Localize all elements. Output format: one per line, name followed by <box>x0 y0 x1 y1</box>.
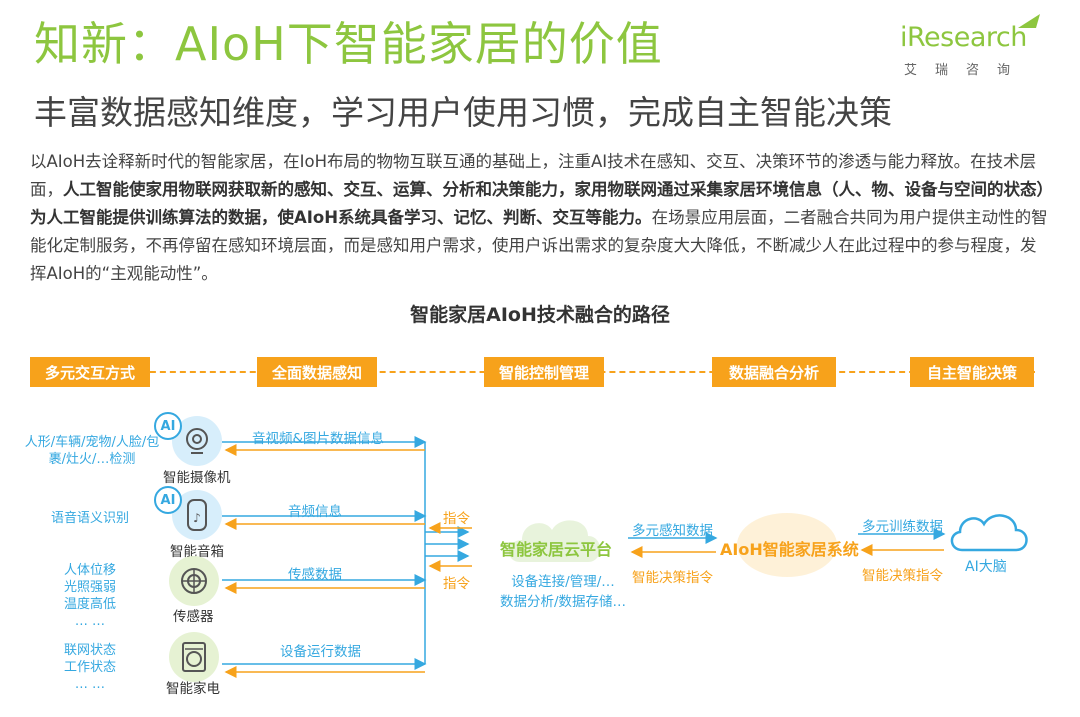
logo-wordmark: iResearch <box>900 22 1027 53</box>
logo-flag-icon <box>1018 14 1040 28</box>
washing-machine-icon <box>182 642 206 672</box>
diagram-title: 智能家居AIoH技术融合的路径 <box>410 304 670 326</box>
command-label-top: 指令 <box>443 511 470 527</box>
stage-multi-interaction: 多元交互方式 <box>30 357 150 387</box>
sensor-icon <box>181 568 207 594</box>
appliance-label: 智能家电 <box>166 681 220 697</box>
camera-icon <box>186 428 208 454</box>
command-label-bottom: 指令 <box>443 576 470 592</box>
intro-part-3: 在场景应用层面，二者融合共同为用户提供主动性的智能化定制服务，不再停留在感知环境… <box>30 208 1048 283</box>
aioh-system-name: AIoH智能家居系统 <box>720 540 859 559</box>
speaker-ai-badge: AI <box>154 486 182 514</box>
page-title: 知新：AIoH下智能家居的价值 <box>34 17 663 71</box>
sensor-text: 人体位移 光照强弱 温度高低 … … <box>63 563 116 629</box>
brain-to-system-label: 智能决策指令 <box>862 568 943 584</box>
intro-paragraph: 以AIoH去诠释新时代的智能家居，在IoH布局的物物互联互通的基础上，注重AI技… <box>30 148 1050 288</box>
appliance-node <box>169 632 219 682</box>
system-to-brain-label: 多元训练数据 <box>862 519 943 535</box>
appliance-text: 联网状态 工作状态 … … <box>63 643 116 692</box>
svg-text:♪: ♪ <box>193 511 201 525</box>
speaker-text: 语音语义识别 <box>50 511 129 526</box>
system-to-platform-label: 智能决策指令 <box>632 570 713 586</box>
speaker-icon: ♪ <box>187 499 207 531</box>
flow-lines <box>222 436 1028 678</box>
cloud-platform-desc: 设备连接/管理/… 数据分析/数据存储… <box>499 574 627 610</box>
appliance-flow-label: 设备运行数据 <box>280 644 361 660</box>
camera-ai-badge: AI <box>154 412 182 440</box>
camera-flow-label: 音视频&图片数据信息 <box>252 431 385 447</box>
intro-part-bold: 人工智能使家用物联网获取新的感知、交互、运算、分析和决策能力，家用物联网通过采集… <box>30 180 1045 227</box>
speaker-flow-label: 音频信息 <box>288 504 342 520</box>
camera-label: 智能摄像机 <box>163 470 231 486</box>
sensor-flow-label: 传感数据 <box>288 567 342 583</box>
stage-autonomous-decision: 自主智能决策 <box>910 357 1034 387</box>
iresearch-logo: iResearch 艾瑞咨询 <box>900 14 1040 78</box>
stage-data-perception: 全面数据感知 <box>257 357 377 387</box>
stage-control-management: 智能控制管理 <box>484 357 604 387</box>
intro-part-1: 以AIoH去诠释新时代的智能家居，在IoH布局的物物互联互通的基础上，注重AI技… <box>30 152 1037 199</box>
camera-detection-text: 人形/车辆/宠物/人脸/包裹/灶火/…检测 <box>24 435 160 467</box>
ai-brain-label: AI大脑 <box>965 559 1007 575</box>
page-subtitle: 丰富数据感知维度，学习用户使用习惯，完成自主智能决策 <box>34 93 892 132</box>
platform-to-system-label: 多元感知数据 <box>632 523 713 539</box>
cloud-platform-name: 智能家居云平台 <box>500 540 613 559</box>
sensor-label: 传感器 <box>173 609 214 625</box>
speaker-label: 智能音箱 <box>170 544 224 560</box>
stage-data-fusion: 数据融合分析 <box>712 357 836 387</box>
logo-chinese: 艾瑞咨询 <box>904 63 1029 78</box>
sensor-node <box>169 556 219 606</box>
